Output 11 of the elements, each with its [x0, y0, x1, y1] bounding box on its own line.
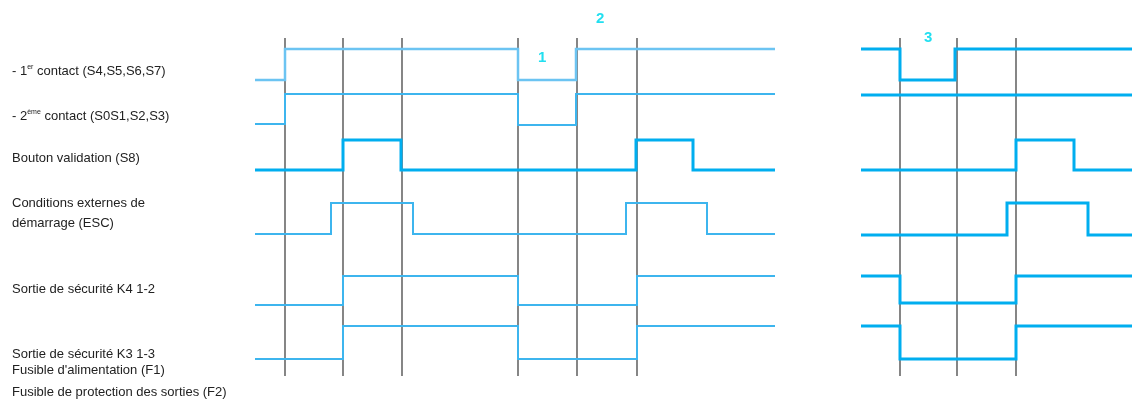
step-number: 1: [538, 49, 547, 65]
signal-label: Conditions externes de démarrage (ESC): [12, 194, 146, 232]
step-number: 2: [596, 10, 605, 26]
signal-label: Fusible d'alimentation (F1): [12, 362, 165, 377]
step-number: 3: [924, 29, 933, 45]
signal-label: Sortie de sécurité K4 1-2: [12, 281, 156, 296]
signal-label: Fusible de protection des sorties (F2): [12, 384, 227, 399]
signal-label: Sortie de sécurité K3 1-3: [12, 346, 156, 361]
signal-label: - 2$^{ème}$ contact (S0S1,S2,S3): [12, 108, 170, 123]
signal-label: - 1$^{er}$ contact (S4,S5,S6,S7): [12, 63, 166, 78]
signal-label: Bouton validation (S8): [12, 150, 140, 165]
